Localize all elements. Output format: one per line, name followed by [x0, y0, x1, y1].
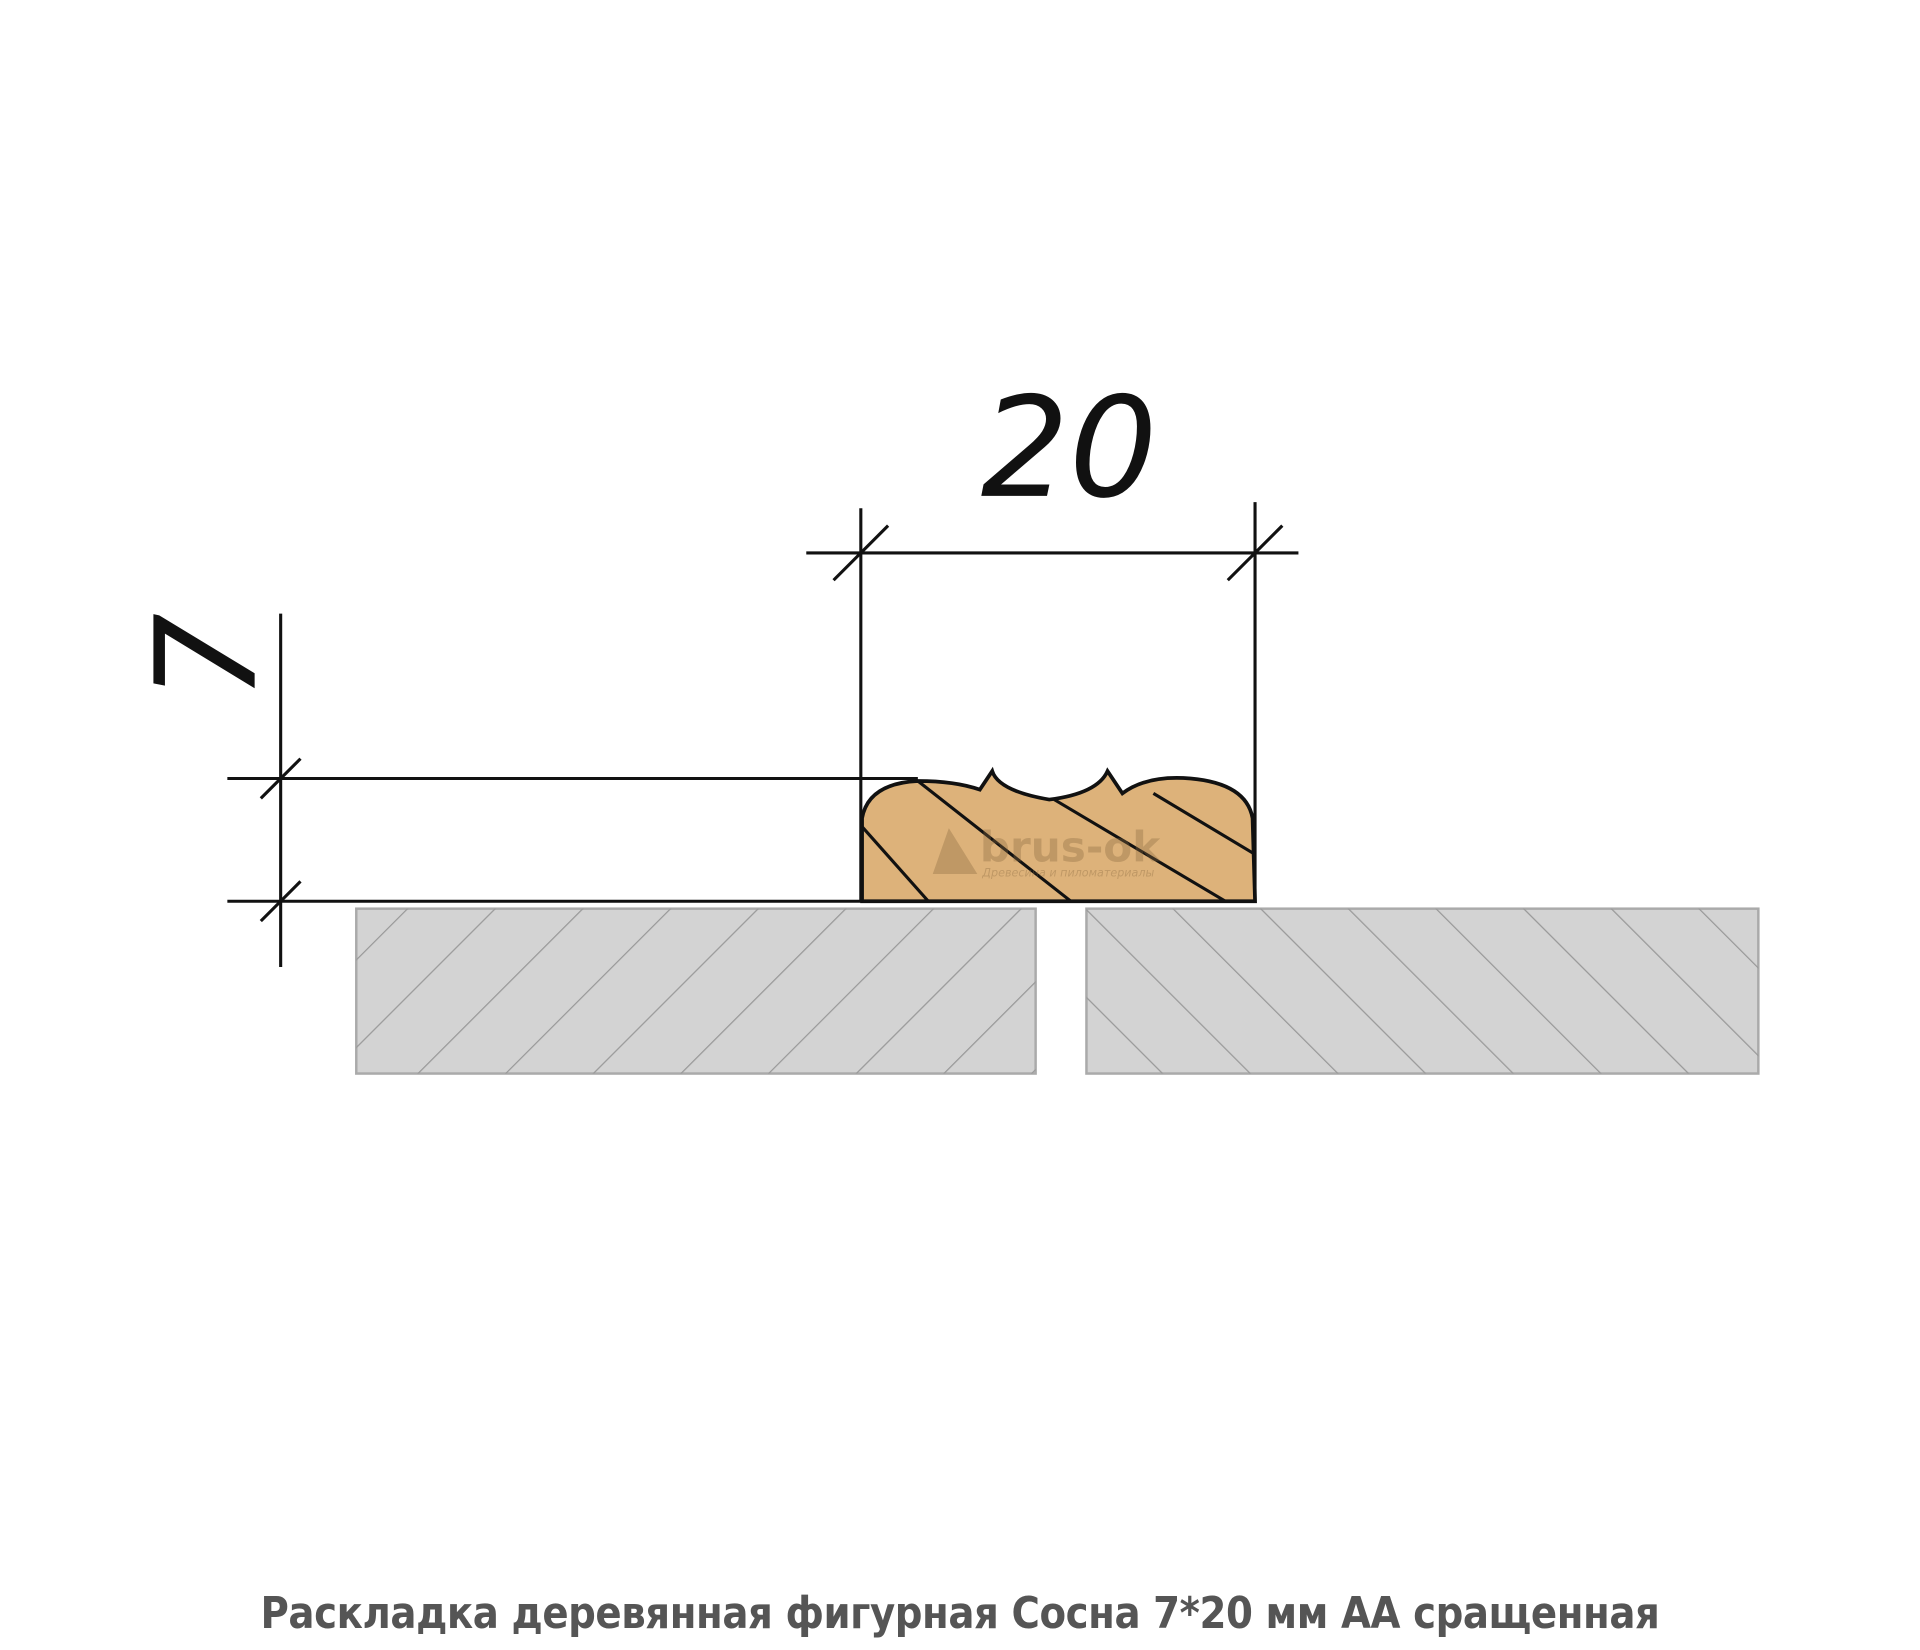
height-dimension-label: 7	[126, 613, 288, 701]
width-dimension-label: 20	[981, 367, 1158, 529]
right-board	[1085, 907, 1760, 1075]
width-dimension	[806, 502, 1299, 902]
left-board	[355, 907, 1037, 1075]
watermark-logo: brus-ok Древесина и пиломатериалы	[932, 823, 1161, 879]
svg-text:Древесина и пиломатериалы: Древесина и пиломатериалы	[981, 866, 1154, 879]
product-caption: Раскладка деревянная фигурная Сосна 7*20…	[260, 1588, 1660, 1639]
wood-molding-profile: brus-ok Древесина и пиломатериалы	[860, 766, 1257, 904]
svg-text:brus-ok: brus-ok	[980, 823, 1161, 872]
height-dimension	[227, 613, 918, 967]
